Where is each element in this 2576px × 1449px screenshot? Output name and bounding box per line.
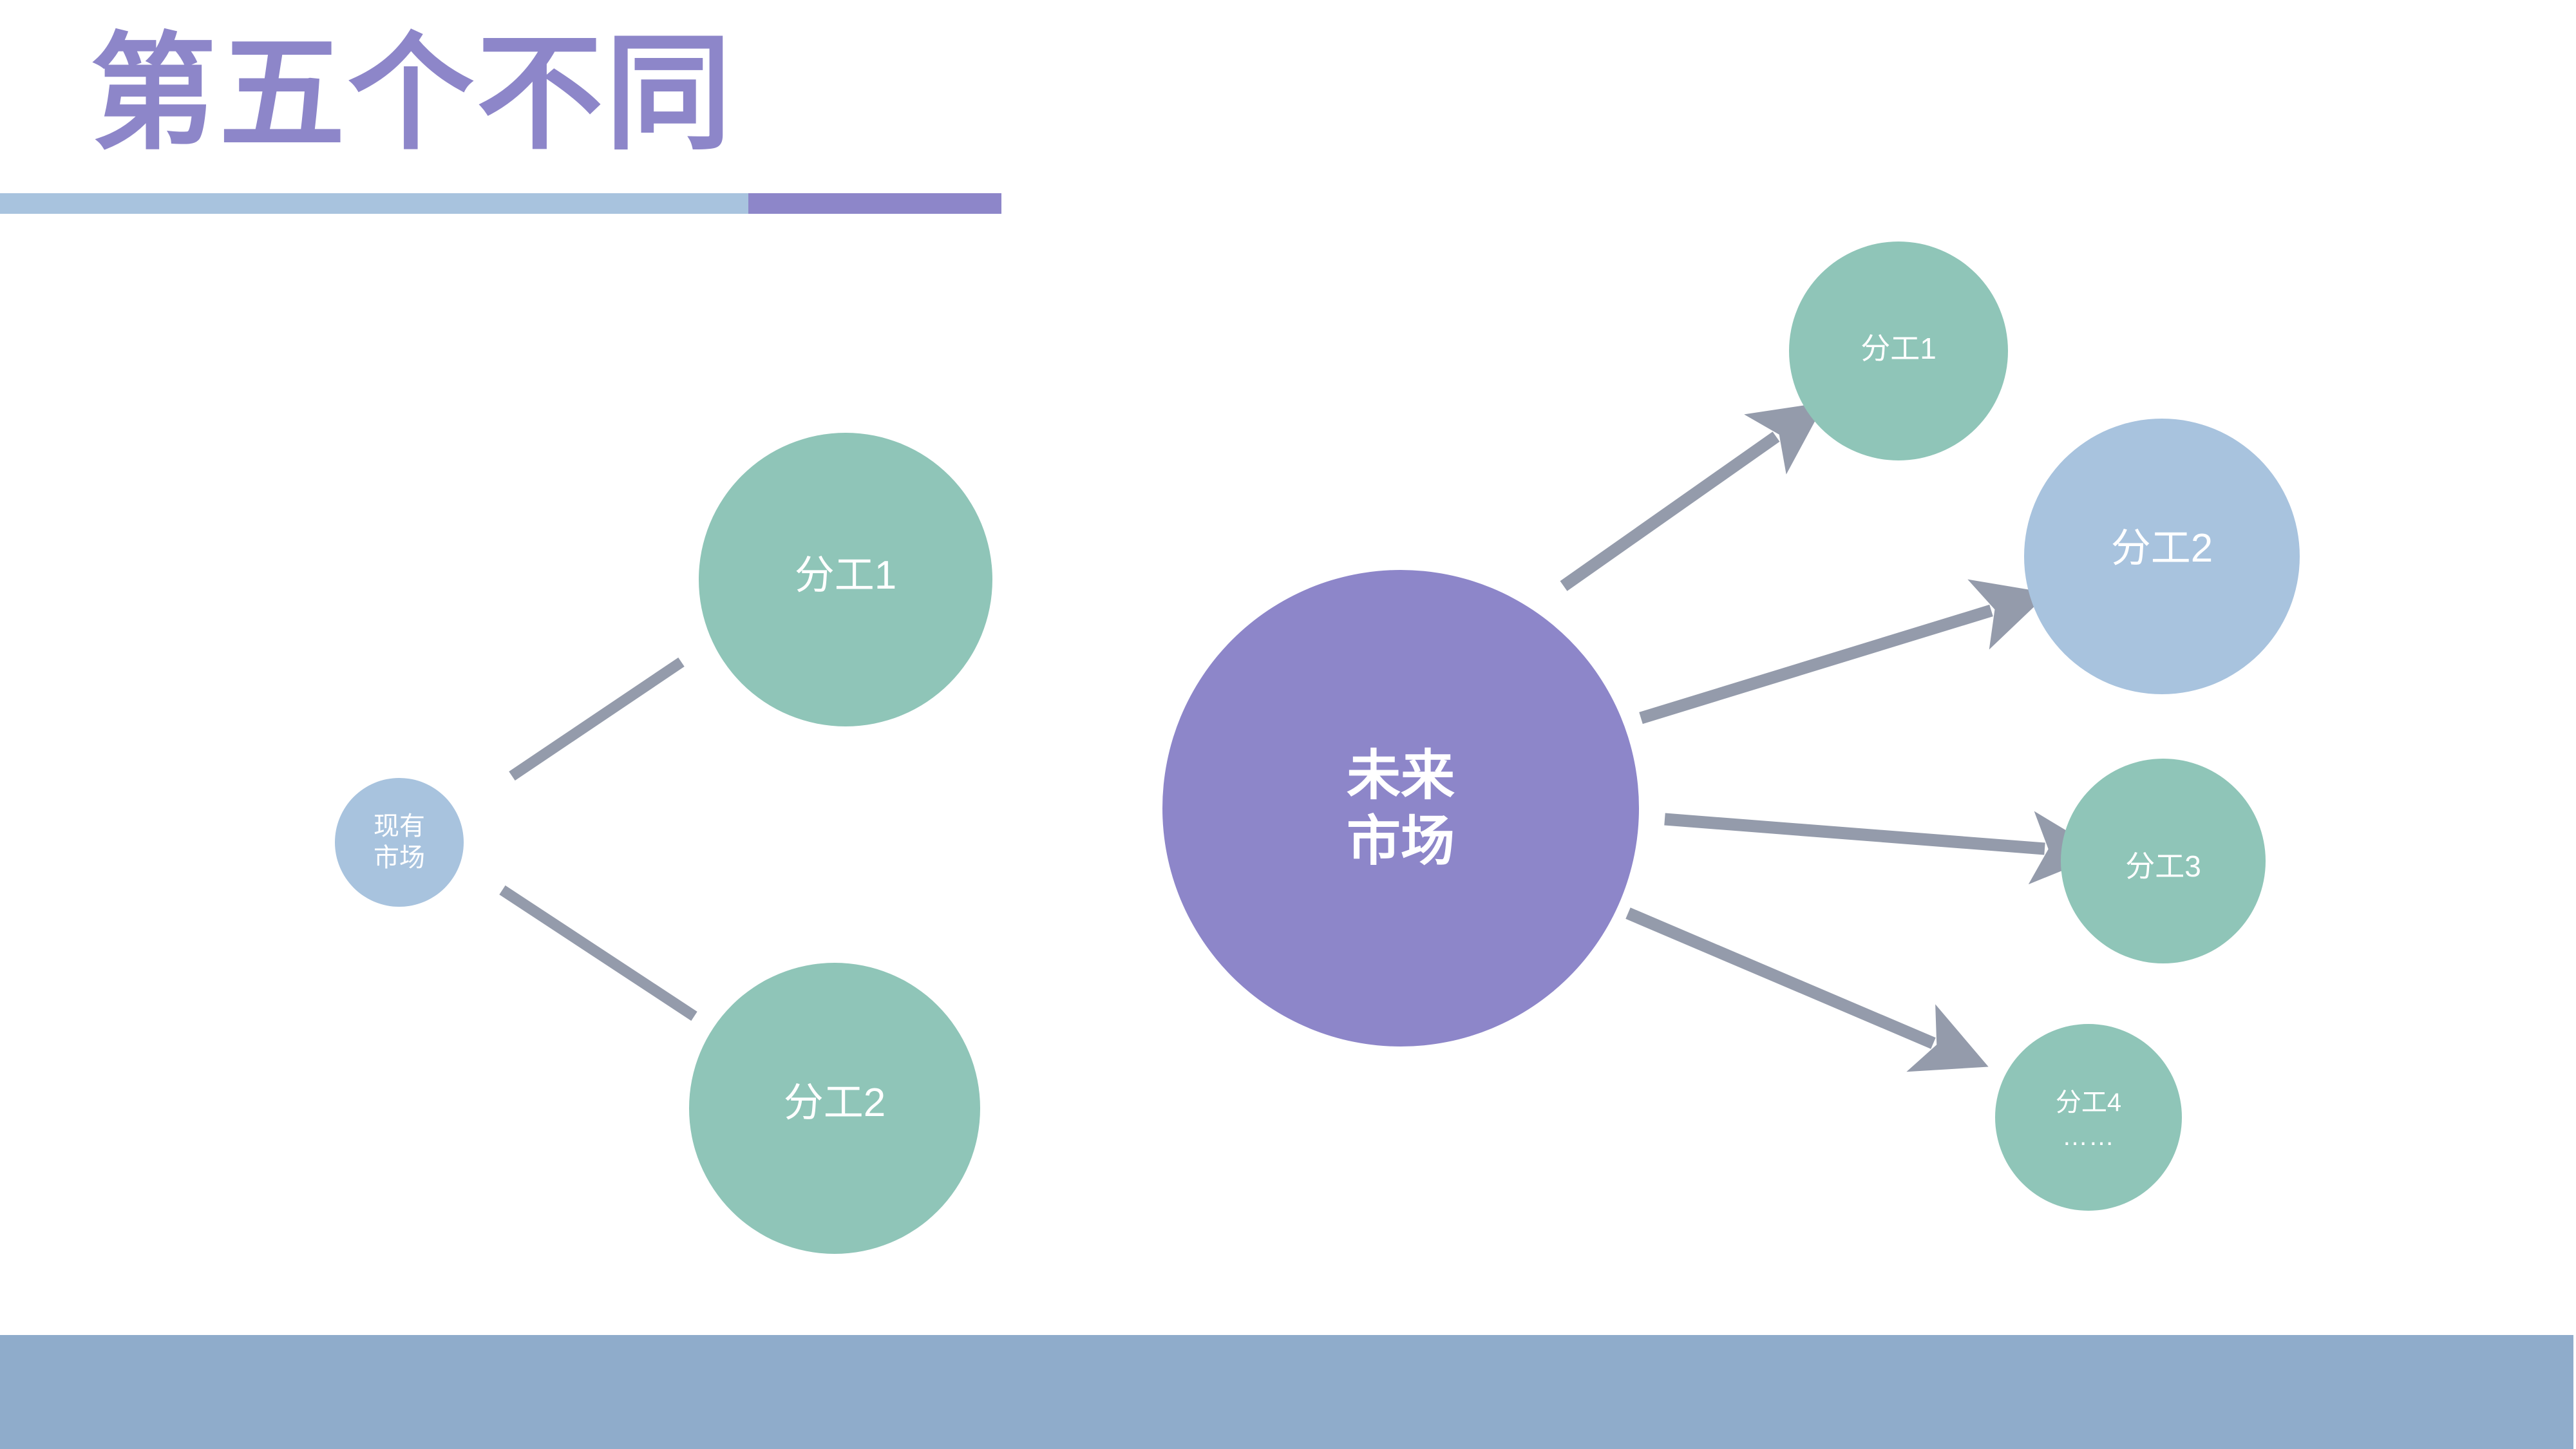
node-right-division-3[interactable]: 分工3 — [2061, 759, 2266, 963]
node-right-division-1[interactable]: 分工1 — [1789, 242, 2008, 460]
arrow-center-to-branch-2 — [1639, 579, 2049, 724]
node-right-division-2[interactable]: 分工2 — [2024, 419, 2300, 694]
node-right-division-3-label: 分工3 — [2125, 849, 2201, 883]
node-existing-market-label-line1: 现有 — [374, 812, 425, 841]
footer-band — [0, 1335, 2573, 1449]
node-existing-market[interactable]: 现有 市场 — [335, 778, 464, 907]
node-right-division-1-label: 分工1 — [1861, 331, 1937, 365]
node-future-market-label-line2: 市场 — [1346, 811, 1455, 871]
node-right-division-4-ellipsis: …… — [2062, 1122, 2115, 1151]
node-right-division-4[interactable]: 分工4 …… — [1995, 1024, 2182, 1211]
header-rule-right-segment — [748, 193, 1001, 214]
header-rule-left-segment — [0, 193, 748, 214]
arrow-center-to-branch-1 — [1560, 402, 1826, 591]
node-left-division-2-label: 分工2 — [783, 1081, 886, 1126]
node-existing-market-label-line2: 市场 — [374, 844, 425, 872]
node-left-division-1[interactable]: 分工1 — [699, 433, 992, 726]
arrow-center-to-branch-3 — [1664, 811, 2105, 885]
arrow-center-to-branch-4 — [1625, 907, 1989, 1072]
page-title: 第五个不同 — [90, 23, 735, 164]
node-left-division-1-label: 分工1 — [794, 553, 897, 598]
connector-left-to-branch-2 — [499, 885, 697, 1021]
connector-left-to-branch-1 — [509, 657, 685, 781]
node-future-market-label-line1: 未来 — [1346, 744, 1455, 806]
node-right-division-4-label: 分工4 — [2055, 1088, 2122, 1117]
node-left-division-2[interactable]: 分工2 — [689, 963, 980, 1254]
node-right-division-2-label: 分工2 — [2110, 526, 2213, 571]
node-future-market[interactable]: 未来 市场 — [1162, 570, 1639, 1046]
